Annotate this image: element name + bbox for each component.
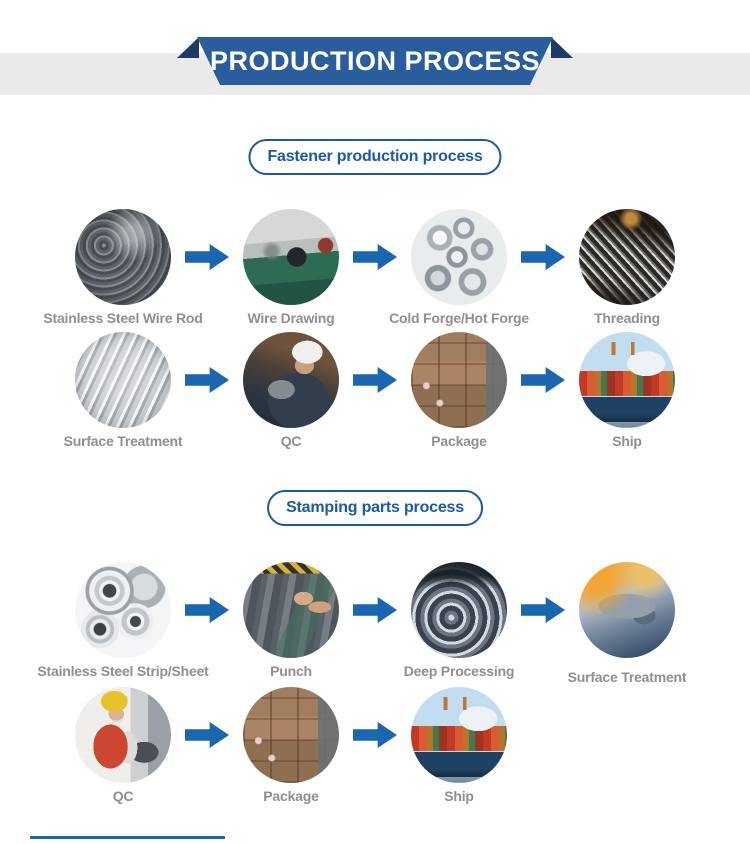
step-label: Surface Treatment	[567, 669, 687, 685]
page-title: PRODUCTION PROCESS	[209, 45, 541, 76]
section-title-fastener-pill: Fastener production process	[248, 139, 502, 175]
qc-inspection-photo	[243, 332, 339, 428]
package-boxes-photo	[243, 687, 339, 783]
threading-photo	[579, 209, 675, 305]
surface-treatment-photo	[75, 332, 171, 428]
process-step: QC	[61, 687, 185, 804]
container-ship-photo	[579, 332, 675, 428]
ribbon-fold-left	[177, 37, 199, 58]
qc-worker-photo	[75, 687, 171, 783]
step-label: Surface Treatment	[63, 433, 183, 449]
process-step: Punch	[229, 562, 353, 685]
process-step: Package	[397, 332, 521, 449]
arrow-right-icon	[185, 244, 229, 270]
surface-treatment-machining-photo	[579, 562, 675, 658]
arrow-right-icon	[353, 244, 397, 270]
punch-press-photo	[243, 562, 339, 658]
process-step: Deep Processing	[397, 562, 521, 685]
process-step: Cold Forge/Hot Forge	[389, 209, 529, 326]
arrow-right-icon	[353, 722, 397, 748]
process-step: Stainless Steel Wire Rod	[43, 209, 203, 326]
process-row-stamping-1: Stainless Steel Strip/Sheet Punch Deep P…	[0, 562, 750, 685]
step-label: Punch	[270, 663, 312, 679]
process-step: Surface Treatment	[61, 332, 185, 449]
container-ship-port-photo	[411, 687, 507, 783]
deep-processing-photo	[411, 562, 507, 658]
step-label: Wire Drawing	[247, 310, 335, 326]
step-label: Stainless Steel Wire Rod	[43, 310, 203, 326]
section-title-stamping-pill: Stamping parts process	[267, 490, 483, 526]
process-row-fastener-2: Surface Treatment QC Package Ship	[0, 332, 750, 449]
arrow-right-icon	[185, 722, 229, 748]
process-step: Ship	[565, 332, 689, 449]
step-label: QC	[280, 433, 302, 449]
stainless-steel-strip-sheet-photo	[75, 562, 171, 658]
section-divider-line	[30, 836, 225, 839]
arrow-right-icon	[353, 367, 397, 393]
step-label: Deep Processing	[403, 663, 515, 679]
arrow-right-icon	[521, 597, 565, 623]
arrow-right-icon	[521, 244, 565, 270]
step-label: Ship	[444, 788, 474, 804]
process-step: Package	[229, 687, 353, 804]
ribbon-fold-right	[551, 37, 573, 58]
arrow-right-icon	[185, 597, 229, 623]
step-label: QC	[112, 788, 134, 804]
cold-forge-hot-forge-photo	[411, 209, 507, 305]
stainless-steel-wire-rod-photo	[75, 209, 171, 305]
process-step: Surface Treatment	[565, 562, 689, 685]
process-step: Wire Drawing	[229, 209, 353, 326]
process-row-stamping-2: QC Package Ship	[0, 687, 750, 804]
step-label: Threading	[594, 310, 660, 326]
process-row-fastener-1: Stainless Steel Wire Rod Wire Drawing Co…	[0, 209, 750, 326]
step-label: Stainless Steel Strip/Sheet	[37, 663, 209, 679]
process-step: Ship	[397, 687, 521, 804]
banner-ribbon: PRODUCTION PROCESS	[177, 37, 573, 85]
process-step: QC	[229, 332, 353, 449]
section-title-fastener: Fastener production process	[267, 148, 483, 165]
process-step: Stainless Steel Strip/Sheet	[37, 562, 209, 685]
package-boxes-photo	[411, 332, 507, 428]
wire-drawing-photo	[243, 209, 339, 305]
step-label: Cold Forge/Hot Forge	[389, 310, 529, 326]
arrow-right-icon	[521, 367, 565, 393]
process-step: Threading	[565, 209, 689, 326]
arrow-right-icon	[353, 597, 397, 623]
section-title-stamping: Stamping parts process	[286, 499, 464, 516]
step-label: Ship	[612, 433, 642, 449]
step-label: Package	[263, 788, 319, 804]
arrow-right-icon	[185, 367, 229, 393]
step-label: Package	[431, 433, 487, 449]
ribbon-plate: PRODUCTION PROCESS	[197, 37, 553, 85]
